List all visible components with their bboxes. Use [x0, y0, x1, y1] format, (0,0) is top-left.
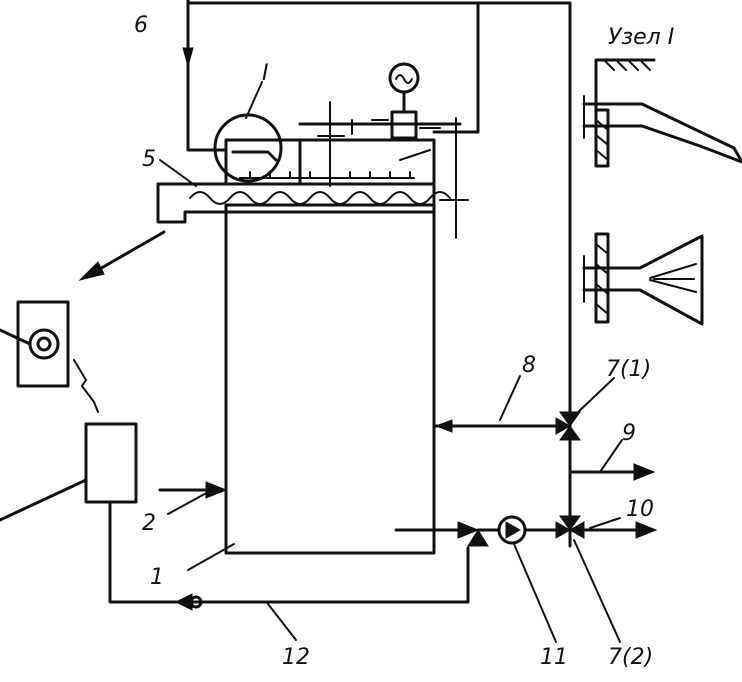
instrument — [0, 300, 70, 388]
outlet-9 — [568, 463, 656, 481]
label-node-marker: I — [262, 61, 269, 86]
label-5: 5 — [142, 147, 156, 172]
vessel-body — [224, 203, 436, 555]
label-7-2: 7(2) — [608, 645, 653, 670]
controller-box — [0, 422, 138, 522]
signal-line — [73, 359, 99, 413]
valve-7-2 — [555, 515, 658, 548]
label-6: 6 — [134, 13, 148, 38]
label-8: 8 — [522, 353, 536, 378]
label-node-title: Узел I — [608, 25, 674, 50]
node-detail-lower — [582, 232, 704, 326]
label-1: 1 — [150, 565, 164, 590]
label-9: 9 — [622, 421, 636, 446]
drive-assembly — [298, 62, 469, 239]
node-marker — [213, 81, 283, 183]
node-detail-upper — [582, 58, 742, 168]
right-riser — [476, 1, 572, 414]
leader-lines — [159, 159, 623, 643]
recirculation-line — [108, 500, 470, 611]
outlet-arrow — [78, 230, 166, 281]
inlet-arrow — [158, 481, 228, 515]
label-2: 2 — [142, 511, 156, 536]
label-7-1: 7(1) — [606, 357, 651, 382]
bottom-piping — [394, 410, 572, 547]
corrugated-plate — [156, 171, 451, 224]
label-12: 12 — [282, 645, 310, 670]
valve-7-1 — [432, 411, 581, 441]
label-10: 10 — [626, 497, 654, 522]
label-11: 11 — [540, 645, 568, 670]
